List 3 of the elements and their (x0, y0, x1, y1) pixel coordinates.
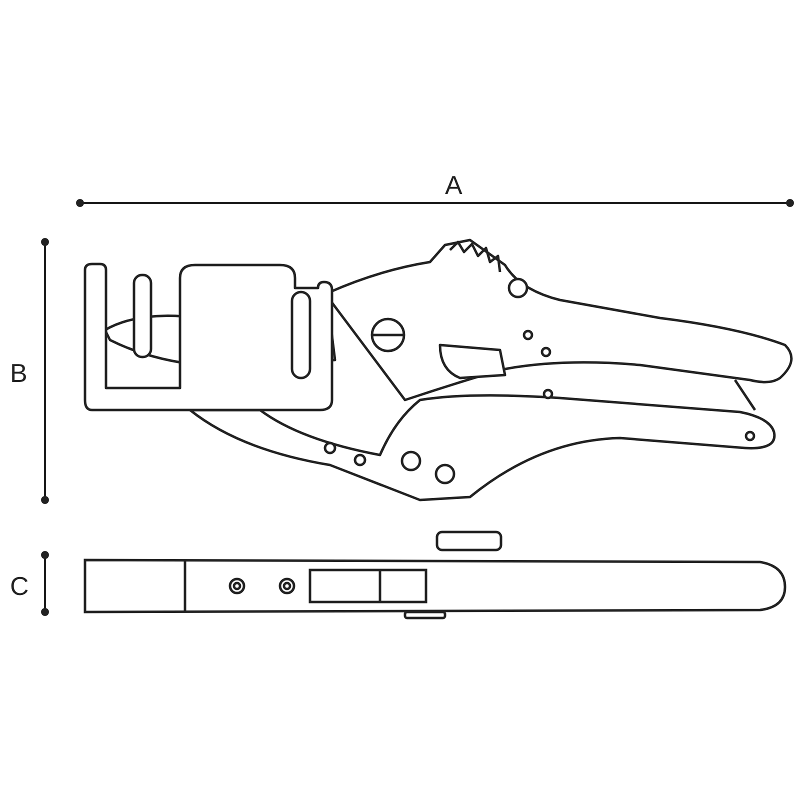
dimension-label: A (445, 172, 462, 198)
dimension-label: C (10, 573, 29, 599)
dimension-label: B (10, 360, 28, 386)
